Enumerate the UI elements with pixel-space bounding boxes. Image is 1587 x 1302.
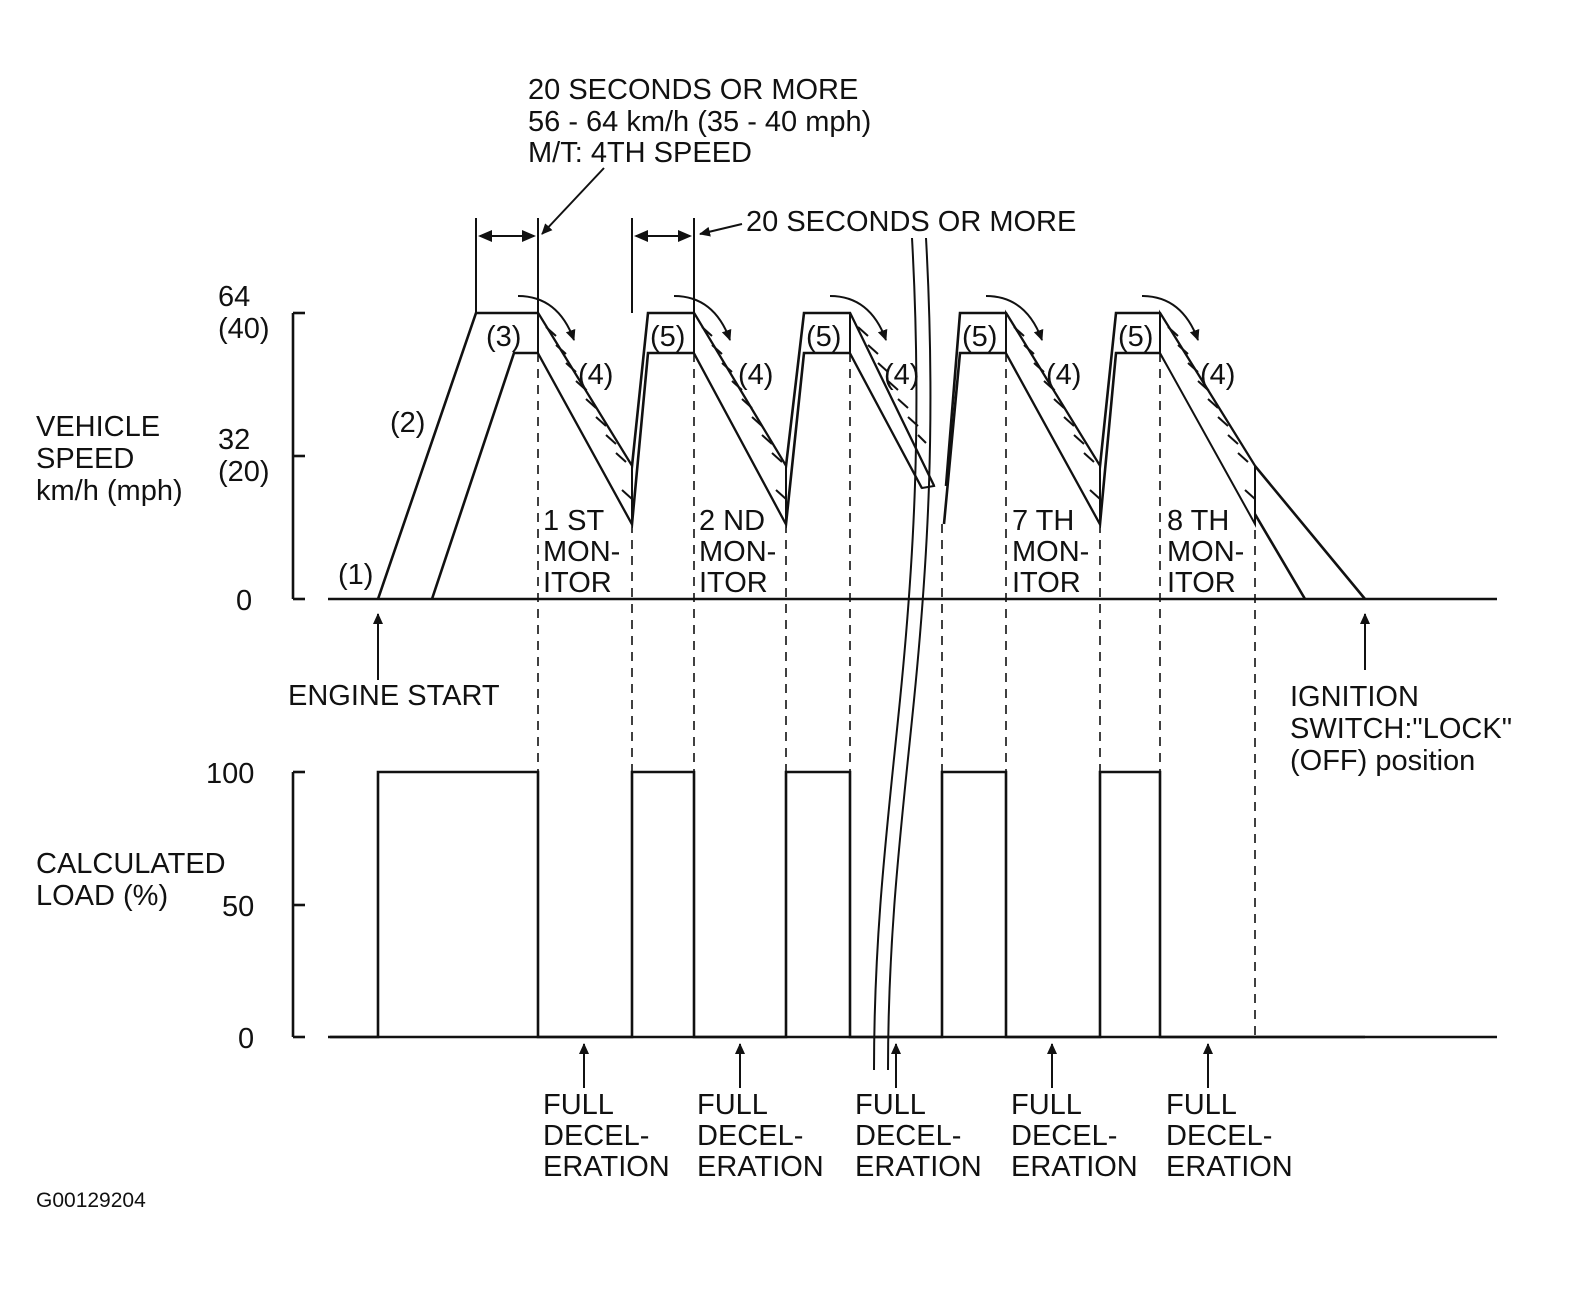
monitor-7-line1: 7 TH [1012, 505, 1074, 537]
step-label-4d: (4) [1046, 359, 1081, 391]
decel-3-line3: ERATION [855, 1151, 982, 1183]
monitor-8-line2: MON- [1167, 536, 1244, 568]
ignition-line3: (OFF) position [1290, 745, 1475, 777]
decel-4-line3: ERATION [1011, 1151, 1138, 1183]
speed-tick-32-mph: (20) [218, 456, 270, 488]
decel-5-line2: DECEL- [1166, 1120, 1272, 1152]
decel-band-4 [1005, 309, 1101, 525]
speed-tick-0: 0 [236, 585, 252, 617]
monitor-7-line3: ITOR [1012, 567, 1081, 599]
step-label-4c: (4) [884, 359, 919, 391]
step-label-3: (3) [486, 321, 521, 353]
decel-3-line2: DECEL- [855, 1120, 961, 1152]
decel-1-line2: DECEL- [543, 1120, 649, 1152]
decel-arrows [579, 1043, 1213, 1088]
step-label-1: (1) [338, 559, 373, 591]
decel-curve-arrows [517, 295, 1200, 341]
speed-tick-64-mph: (40) [218, 313, 270, 345]
monitor-1-line3: ITOR [543, 567, 612, 599]
monitor-8-line3: ITOR [1167, 567, 1236, 599]
header-pointer-arrow [541, 167, 605, 235]
interval-bracket-1 [475, 218, 539, 313]
decel-1-line1: FULL [543, 1089, 614, 1121]
ignition-label: IGNITION SWITCH:"LOCK" (OFF) position [1290, 681, 1512, 777]
step-label-5a: (5) [650, 321, 685, 353]
step-labels: (1) (2) (3) (4) (5) (4) (5) (4) (5) (4) … [338, 321, 1235, 591]
speed-axis: 64 (40) 32 (20) 0 VEHICLE SPEED km/h (mp… [36, 281, 305, 617]
monitor-2-line2: MON- [699, 536, 776, 568]
header-note-line2: 56 - 64 km/h (35 - 40 mph) [528, 106, 871, 138]
interval-pointer-arrow [699, 223, 743, 237]
monitor-2-line1: 2 ND [699, 505, 765, 537]
load-axis-title-2: LOAD (%) [36, 880, 168, 912]
speed-axis-title-2: SPEED [36, 443, 134, 475]
engine-start-label: ENGINE START [288, 680, 500, 712]
step-label-5c: (5) [962, 321, 997, 353]
header-note: 20 SECONDS OR MORE 56 - 64 km/h (35 - 40… [528, 74, 871, 169]
decel-5-line3: ERATION [1166, 1151, 1293, 1183]
monitor-1-line2: MON- [543, 536, 620, 568]
decel-4-line2: DECEL- [1011, 1120, 1117, 1152]
monitor-2-line3: ITOR [699, 567, 768, 599]
header-note-line3: M/T: 4TH SPEED [528, 137, 752, 169]
step-label-4b: (4) [738, 359, 773, 391]
monitor-7-line2: MON- [1012, 536, 1089, 568]
decel-band-2 [693, 309, 787, 525]
step-label-5b: (5) [806, 321, 841, 353]
decel-band-1 [537, 309, 633, 525]
decel-2-line3: ERATION [697, 1151, 824, 1183]
decel-label-3: FULL DECEL- ERATION [855, 1089, 982, 1183]
decel-label-2: FULL DECEL- ERATION [697, 1089, 824, 1183]
load-tick-0: 0 [238, 1023, 254, 1055]
interval-note: 20 SECONDS OR MORE [746, 206, 1076, 238]
load-axis: 100 50 0 CALCULATED LOAD (%) [36, 758, 305, 1055]
monitor-labels: 1 ST MON- ITOR 2 ND MON- ITOR 7 TH MON- … [543, 505, 1244, 599]
load-axis-title-1: CALCULATED [36, 848, 226, 880]
ignition-line2: SWITCH:"LOCK" [1290, 713, 1512, 745]
decel-2-line2: DECEL- [697, 1120, 803, 1152]
monitor-1-line1: 1 ST [543, 505, 605, 537]
monitor-8-line1: 8 TH [1167, 505, 1229, 537]
decel-label-1: FULL DECEL- ERATION [543, 1089, 670, 1183]
figure-id: G00129204 [36, 1189, 146, 1212]
speed-axis-title-1: VEHICLE [36, 411, 160, 443]
step-label-4e: (4) [1200, 359, 1235, 391]
dashed-guides [537, 353, 1256, 1037]
decel-label-5: FULL DECEL- ERATION [1166, 1089, 1293, 1183]
speed-tick-64: 64 [218, 281, 250, 313]
decel-4-line1: FULL [1011, 1089, 1082, 1121]
step-label-2: (2) [390, 407, 425, 439]
ignition-line1: IGNITION [1290, 681, 1419, 713]
load-tick-50: 50 [222, 891, 254, 923]
decel-5-line1: FULL [1166, 1089, 1237, 1121]
load-tick-100: 100 [206, 758, 254, 790]
speed-tick-32: 32 [218, 424, 250, 456]
decel-1-line3: ERATION [543, 1151, 670, 1183]
decel-3-line1: FULL [855, 1089, 926, 1121]
decel-band-3 [849, 312, 936, 490]
decel-band-5 [1159, 309, 1256, 528]
step-label-5d: (5) [1118, 321, 1153, 353]
header-note-line1: 20 SECONDS OR MORE [528, 74, 858, 106]
decel-2-line1: FULL [697, 1089, 768, 1121]
speed-axis-title-3: km/h (mph) [36, 475, 183, 507]
step-label-4a: (4) [578, 359, 613, 391]
load-profile [330, 770, 1365, 1039]
interval-bracket-2 [631, 218, 695, 313]
decel-label-4: FULL DECEL- ERATION [1011, 1089, 1138, 1183]
time-break-lines [873, 237, 932, 1071]
